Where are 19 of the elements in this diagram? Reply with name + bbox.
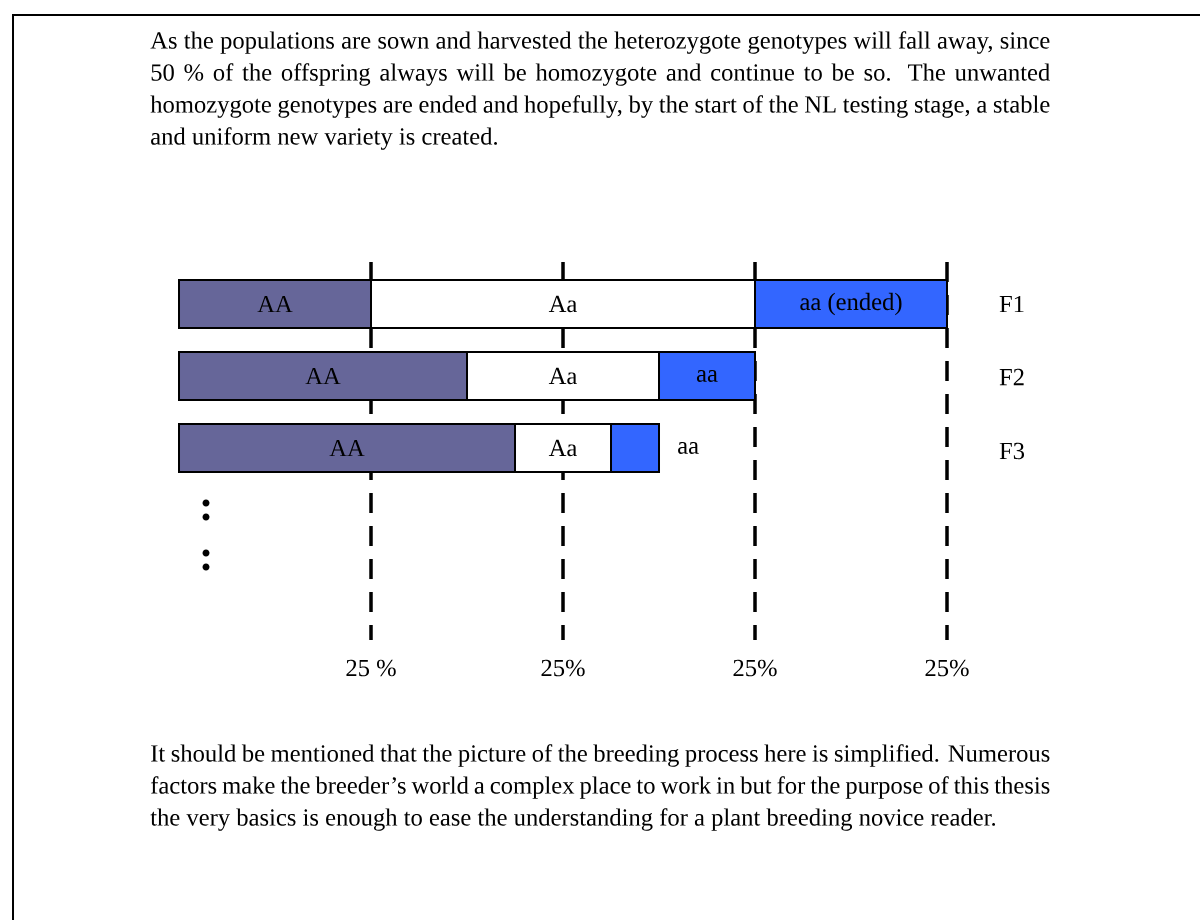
bar-segment: aa <box>658 351 756 401</box>
paragraph: It should be mentioned that the picture of the breeding process here is simplified. Numerous factors make the breeder’s world a complex place to work in but for the purpose of this thesis the very basics is enough to ease the understanding for a plant breeding novice reader. <box>150 744 1050 831</box>
percent-label: 25% <box>925 659 969 677</box>
bar-segment: AA <box>178 423 516 473</box>
percent-label: 25% <box>733 659 777 677</box>
percent-label: 25 % <box>346 659 396 677</box>
bar-segment: AA <box>178 351 468 401</box>
segment-label: aa <box>678 442 699 454</box>
generation-label: F1 <box>999 295 1024 313</box>
paragraph: As the populations are sown and harvested the heterozygote genotypes will fall away, since 50 % of the offspring always will be homozygote and continue to be so. The unwanted homozygote genotypes are ended and hopefully, by the start of the NL testing stage, a stable and uniform new variety is created. <box>150 31 1050 150</box>
bar-segment: AA <box>178 279 372 329</box>
bar-segment: aa (ended) <box>754 279 948 329</box>
bar-segment: Aa <box>370 279 756 329</box>
generation-label: F2 <box>999 368 1024 386</box>
generation-label: F3 <box>999 442 1025 460</box>
percent-label: 25% <box>541 659 585 677</box>
bar-segment <box>610 423 660 473</box>
bar-segment: Aa <box>466 351 660 401</box>
bar-segment: Aa <box>514 423 612 473</box>
